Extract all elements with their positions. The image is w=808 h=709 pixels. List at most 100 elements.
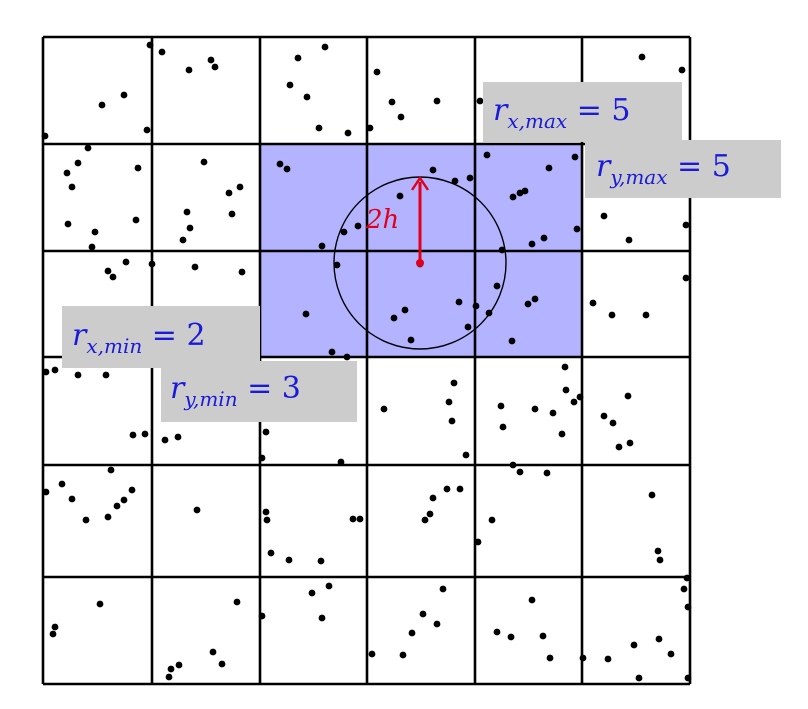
particle-point [624, 392, 632, 400]
particle-point [366, 124, 374, 132]
particle-point [528, 240, 536, 248]
particle-point [225, 189, 233, 197]
svg-text:rx,max = 5: rx,max = 5 [493, 93, 630, 133]
particle-point [207, 56, 215, 64]
particle-point [579, 654, 587, 662]
particle-point [354, 222, 362, 230]
particle-point [141, 430, 149, 438]
particle-point [562, 386, 570, 394]
particle-point [132, 216, 140, 224]
particle-point [508, 337, 516, 345]
particle-point [642, 311, 650, 319]
particle-point [175, 661, 183, 669]
particle-point [262, 428, 270, 436]
particle-point [167, 665, 175, 673]
particle-point [356, 515, 364, 523]
particle-point [545, 164, 553, 172]
particle-point [113, 502, 121, 510]
particle-point [388, 98, 396, 106]
particle-point [401, 306, 409, 314]
particle-point [258, 612, 266, 620]
label-r-y-max: ry,max = 5 [585, 140, 781, 198]
particle-point [638, 53, 646, 61]
particle-point [143, 126, 151, 134]
particle-point [337, 458, 345, 466]
particle-point [262, 508, 270, 516]
particle-point [448, 417, 456, 425]
particle-point [373, 68, 381, 76]
particle-point [493, 628, 501, 636]
particle-point [450, 379, 458, 387]
particle-point [635, 674, 643, 682]
label-r-y-min: ry,min = 3 [161, 361, 357, 422]
particle-point [421, 516, 429, 524]
particle-point [600, 412, 608, 420]
particle-point [464, 323, 472, 331]
svg-text:ry,min = 3: ry,min = 3 [170, 371, 301, 411]
particle-point [165, 673, 173, 681]
particle-point [472, 302, 480, 310]
particle-point [433, 97, 441, 105]
particle-point [51, 366, 59, 374]
svg-text:rx,min = 2: rx,min = 2 [72, 318, 206, 358]
particle-point [456, 485, 464, 493]
particle-point [193, 506, 201, 514]
particle-point [429, 494, 437, 502]
particle-point [134, 164, 142, 172]
particle-point [615, 443, 623, 451]
particle-point [129, 431, 137, 439]
particle-point [91, 228, 99, 236]
particle-point [630, 641, 638, 649]
particle-point [63, 169, 71, 177]
particle-point [426, 510, 434, 518]
particle-point [344, 129, 352, 137]
particle-point [161, 436, 169, 444]
particle-point [236, 183, 244, 191]
particle-point [74, 159, 82, 167]
particle-point [104, 267, 112, 275]
particle-point [349, 515, 357, 523]
particle-point [443, 485, 451, 493]
particle-point [146, 41, 154, 49]
particle-point [98, 101, 106, 109]
particle-point [84, 144, 92, 152]
particle-point [41, 132, 49, 140]
particle-point [276, 160, 284, 168]
particle-point [455, 298, 463, 306]
particle-point [543, 469, 551, 477]
particle-point [343, 353, 351, 361]
particle-point [499, 423, 507, 431]
particle-point [380, 405, 388, 413]
particle-point [507, 633, 515, 641]
particle-point [340, 228, 348, 236]
particle-point [683, 574, 691, 582]
particle-point [51, 623, 59, 631]
particle-point [285, 556, 293, 564]
particle-point [68, 495, 76, 503]
particle-point [654, 547, 662, 555]
particle-point [211, 63, 219, 71]
particle-point [267, 549, 275, 557]
particle-point [419, 610, 427, 618]
particle-point [128, 486, 136, 494]
particle-point [283, 165, 291, 173]
particle-point [183, 208, 191, 216]
radius-label: 2h [365, 205, 399, 235]
particle-point [609, 419, 617, 427]
particle-point [466, 174, 474, 182]
particle-point [58, 480, 66, 488]
particle-point [667, 650, 675, 658]
particle-point [483, 151, 491, 159]
particle-point [589, 299, 597, 307]
particle-point [678, 66, 686, 74]
particle-point [531, 405, 539, 413]
particle-point [179, 236, 187, 244]
particle-point [321, 43, 329, 51]
particle-point [263, 516, 271, 524]
particle-point [302, 310, 310, 318]
particle-point [462, 451, 470, 459]
particle-point [191, 263, 199, 271]
particle-point [303, 93, 311, 101]
